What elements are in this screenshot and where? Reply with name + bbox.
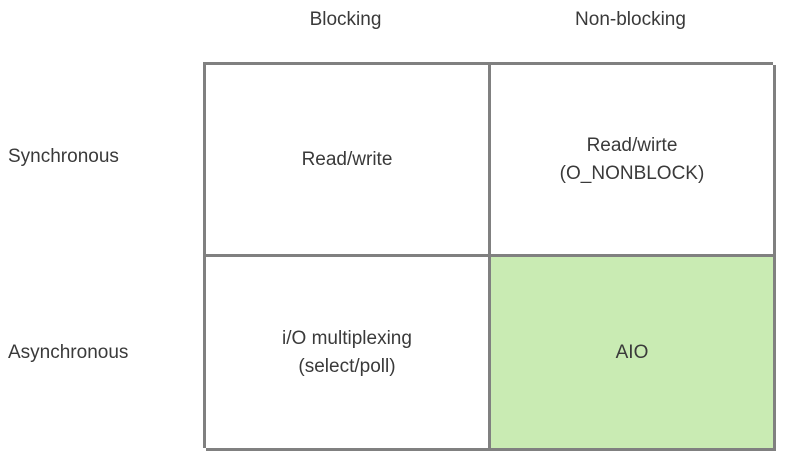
cell-line-1: Read/wirte <box>586 134 678 156</box>
cell-text: Read/write <box>302 146 393 174</box>
cell-line-1: i/O multiplexing <box>282 327 412 349</box>
row-header-asynchronous: Asynchronous <box>8 342 129 363</box>
column-header-non-blocking: Non-blocking <box>575 9 686 30</box>
cell-line-1: Read/write <box>301 148 393 170</box>
cell-text: i/O multiplexing (select/poll) <box>282 325 412 380</box>
cell-line-1: AIO <box>615 341 649 363</box>
cell-line-2: (O_NONBLOCK) <box>559 162 705 184</box>
column-header-blocking: Blocking <box>309 9 382 30</box>
cell-line-2: (select/poll) <box>298 355 396 377</box>
cell-synchronous-non-blocking: Read/wirte (O_NONBLOCK) <box>491 65 776 257</box>
cell-text: Read/wirte (O_NONBLOCK) <box>560 132 705 187</box>
matrix-grid: Read/write Read/wirte (O_NONBLOCK) i/O m… <box>203 62 776 451</box>
cell-asynchronous-non-blocking: AIO <box>491 257 776 451</box>
cell-asynchronous-blocking: i/O multiplexing (select/poll) <box>206 257 491 451</box>
cell-text: AIO <box>616 339 649 367</box>
row-header-synchronous: Synchronous <box>8 146 119 167</box>
cell-synchronous-blocking: Read/write <box>206 65 491 257</box>
